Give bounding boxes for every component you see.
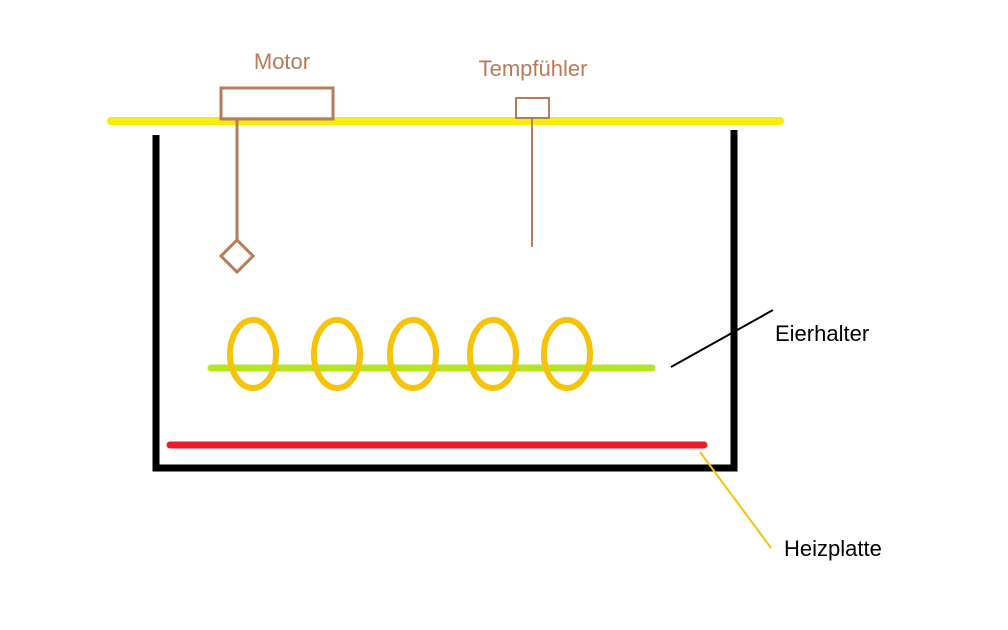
heating-plate-label: Heizplatte	[784, 536, 882, 561]
temp-sensor-label: Tempfühler	[479, 56, 588, 81]
motor-label: Motor	[254, 49, 310, 74]
motor-box	[219, 86, 335, 121]
eggs	[227, 317, 593, 391]
egg-5	[541, 317, 593, 391]
egg-holder-leader-line	[670, 309, 774, 368]
container-walls	[152, 130, 738, 472]
egg-4	[467, 317, 519, 391]
egg-holder-label: Eierhalter	[775, 321, 869, 346]
heating-plate-leader-line	[699, 451, 772, 549]
egg-1	[227, 317, 279, 391]
egg-2	[311, 317, 363, 391]
egg-3	[387, 317, 439, 391]
temp-sensor-box	[515, 97, 550, 119]
motor-stirrer	[218, 237, 256, 275]
